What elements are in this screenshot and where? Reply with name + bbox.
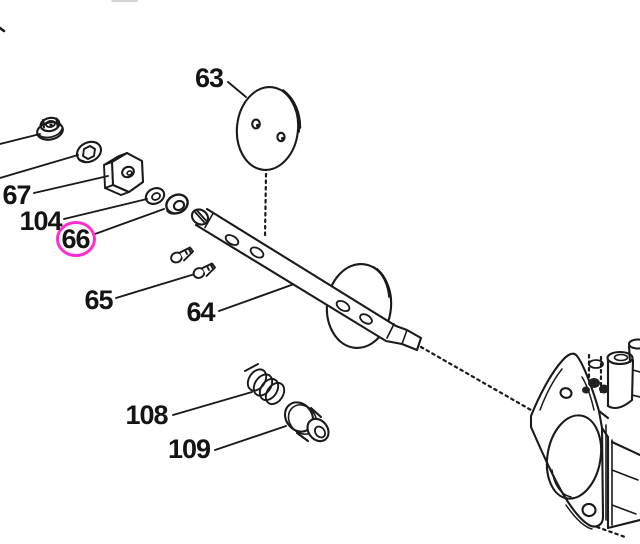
part-bushing-109	[283, 401, 330, 443]
part-throttle-plate-63	[235, 86, 302, 171]
part-hex-nut-67	[103, 151, 145, 196]
part-lock-washer	[75, 140, 103, 164]
edge-mark	[0, 26, 6, 33]
part-seal-66	[165, 193, 189, 215]
guide-disc-to-shaft	[263, 172, 268, 239]
mounting-flange	[529, 352, 605, 528]
part-label-109[interactable]: 109	[168, 434, 212, 464]
flange-bore	[545, 414, 603, 500]
guide-body-bottom	[595, 525, 627, 539]
leader-66	[94, 208, 165, 235]
part-shaft-64	[190, 207, 423, 352]
leader-108	[172, 391, 253, 416]
part-label-63[interactable]: 63	[195, 63, 225, 93]
part-washer-104	[144, 187, 166, 205]
part-label-64[interactable]: 64	[186, 297, 216, 327]
highlight-ring	[56, 221, 96, 257]
part-flange-nut	[36, 116, 64, 141]
part-label-65[interactable]: 65	[84, 285, 114, 315]
part-screws-65	[170, 246, 216, 279]
guide-shaft-to-body	[419, 345, 533, 412]
part-label-104[interactable]: 104	[19, 206, 63, 236]
leader-109	[214, 425, 287, 451]
flange-hole-top	[559, 387, 573, 399]
scan-artifacts	[0, 0, 138, 33]
part-label-67[interactable]: 67	[2, 180, 31, 210]
leader-cutoff-washer	[0, 154, 79, 179]
leader-64	[218, 282, 298, 312]
screw-lower	[192, 262, 216, 279]
callout-labels: 63 67 104 66 65 64 108 109	[2, 63, 225, 464]
leader-65	[115, 273, 196, 299]
leader-lines	[0, 81, 298, 451]
leader-104	[63, 198, 148, 220]
part-spring-108	[244, 363, 286, 406]
carburetor-body	[529, 338, 640, 530]
leader-cutoff-nut	[0, 133, 41, 145]
screw-upper	[170, 246, 194, 264]
part-label-66[interactable]: 66	[61, 224, 91, 254]
part-label-108[interactable]: 108	[125, 400, 169, 430]
flange-hole-bottom	[581, 502, 597, 518]
leader-67	[33, 175, 109, 194]
leader-63	[227, 81, 247, 98]
